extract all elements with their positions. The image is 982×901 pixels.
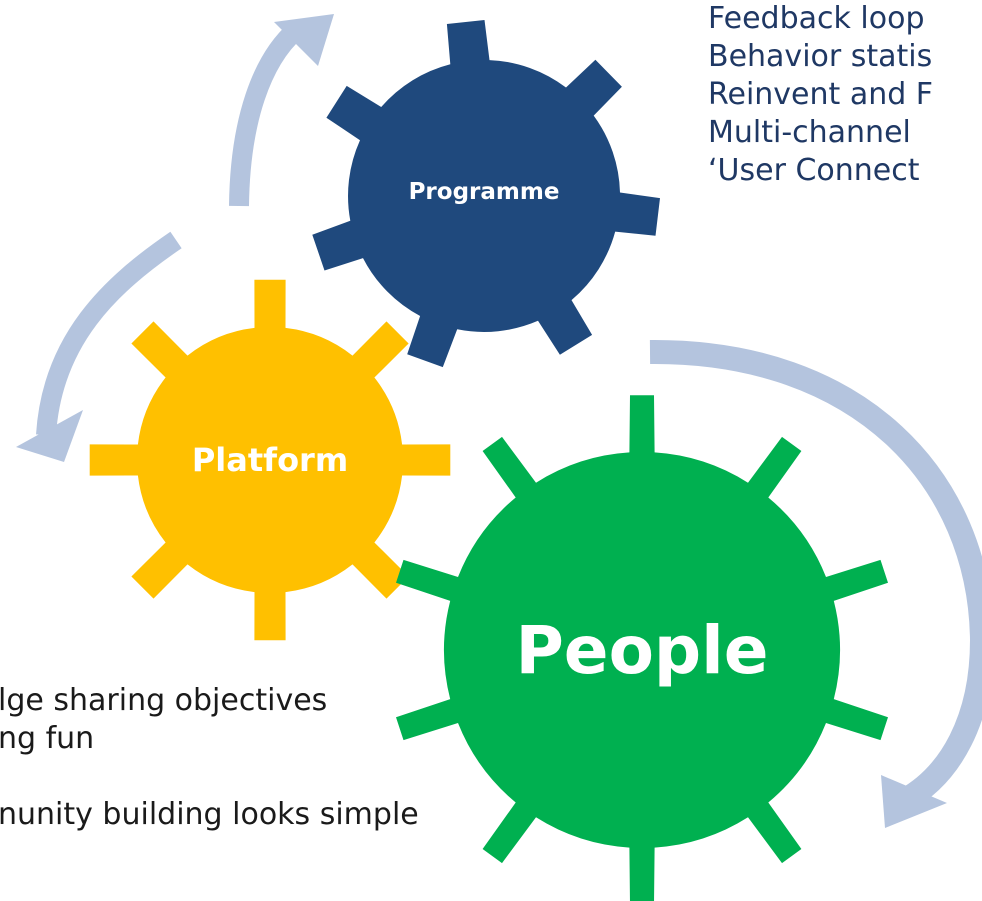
bottom-notes-list: lge sharing objectives ng fun nunity bui… — [0, 682, 419, 834]
bottom-note-item: ng fun — [0, 721, 95, 756]
top-note-item: Multi-channel — [708, 115, 911, 150]
gear-platform: Platform — [89, 279, 451, 641]
bottom-note-item — [0, 758, 419, 796]
top-notes-list: Feedback loop Behavior statis Reinvent a… — [708, 0, 933, 190]
bottom-note-item: lge sharing objectives — [0, 683, 328, 718]
gear-platform-label: Platform — [192, 441, 348, 479]
cycle-arrow-right-head — [881, 775, 947, 828]
gear-people: People — [396, 395, 888, 901]
gear-programme-label: Programme — [409, 179, 560, 205]
cycle-arrow-left — [36, 231, 182, 436]
top-note-item: Feedback loop — [708, 1, 925, 36]
gear-programme-shape — [312, 20, 660, 368]
gear-platform-shape — [89, 279, 451, 641]
cycle-arrow-left-head — [16, 410, 83, 462]
gear-people-shape — [396, 395, 888, 901]
top-note-item: ‘User Connect — [708, 153, 920, 188]
gear-people-label: People — [515, 612, 768, 689]
cycle-arrow-right — [649, 339, 982, 811]
top-note-item: Behavior statis — [708, 39, 933, 74]
bottom-note-item: nunity building looks simple — [0, 797, 419, 832]
cycle-arrow-top — [229, 22, 303, 207]
top-note-item: Reinvent and F — [708, 77, 934, 112]
gear-programme: Programme — [312, 20, 660, 368]
cycle-arrow-top-head — [274, 14, 334, 66]
